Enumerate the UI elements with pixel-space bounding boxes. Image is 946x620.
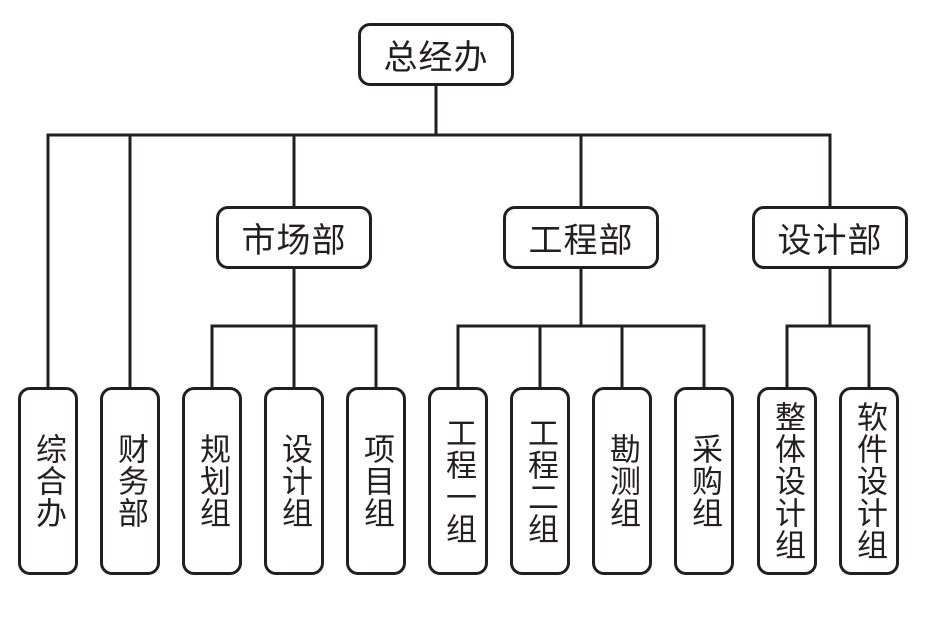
node-unit: 采购组: [674, 387, 734, 575]
node-label: 整体设计组: [769, 401, 805, 561]
node-label: 工程二组: [522, 417, 558, 545]
node-unit: 整体设计组: [757, 387, 817, 575]
node-label: 设计部: [777, 221, 883, 261]
node-unit: 财务部: [100, 387, 160, 575]
node-label: 软件设计组: [851, 401, 887, 561]
node-label: 采购组: [686, 433, 722, 529]
node-label: 综合办: [30, 433, 66, 529]
node-unit: 工程二组: [510, 387, 570, 575]
node-label: 项目组: [358, 433, 394, 529]
node-label: 设计组: [276, 433, 312, 529]
node-unit: 规划组: [182, 387, 242, 575]
node-label: 勘测组: [604, 433, 640, 529]
node-label: 市场部: [241, 221, 347, 261]
node-unit: 软件设计组: [839, 387, 899, 575]
node-label: 工程一组: [440, 417, 476, 545]
node-label: 总经办: [383, 38, 489, 78]
node-department: 设计部: [752, 206, 908, 269]
node-unit: 项目组: [346, 387, 406, 575]
node-unit: 设计组: [264, 387, 324, 575]
node-label: 工程部: [528, 221, 634, 261]
node-unit: 勘测组: [592, 387, 652, 575]
node-unit: 工程一组: [428, 387, 488, 575]
node-department: 工程部: [503, 206, 659, 269]
node-department: 市场部: [216, 206, 372, 269]
node-label: 财务部: [112, 433, 148, 529]
node-root: 总经办: [358, 23, 514, 86]
node-unit: 综合办: [18, 387, 78, 575]
node-label: 规划组: [194, 433, 230, 529]
